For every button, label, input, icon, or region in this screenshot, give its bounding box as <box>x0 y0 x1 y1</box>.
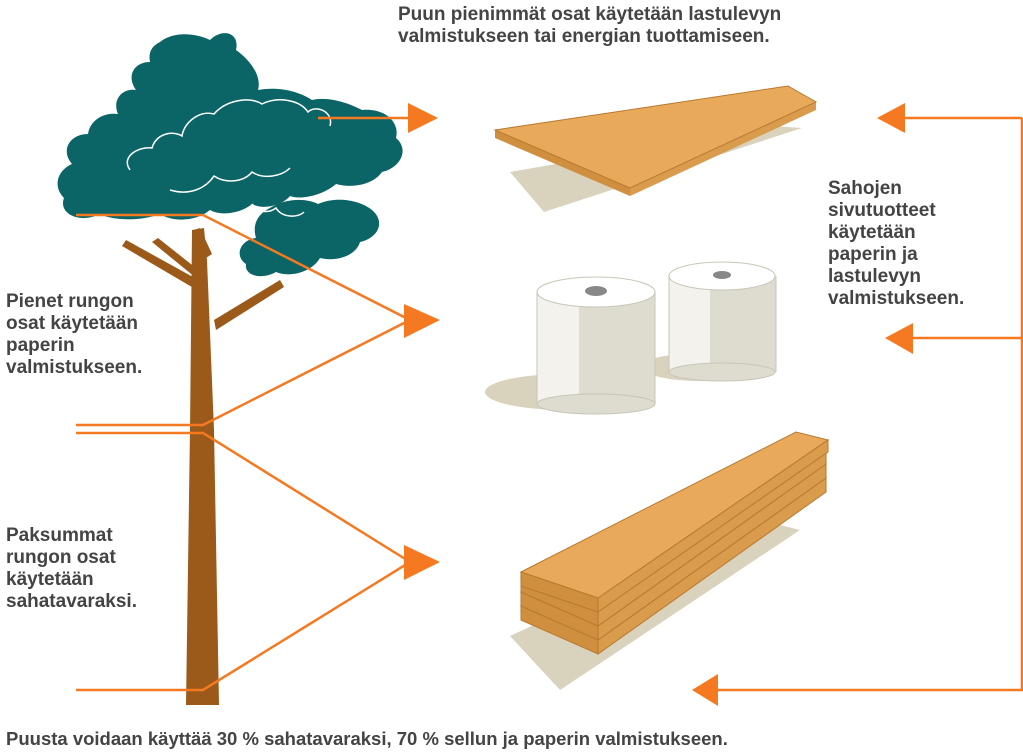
arrow-left-icon <box>877 103 905 133</box>
label-line: sahatavaraksi. <box>6 591 137 612</box>
tree-crown <box>57 33 403 220</box>
label-line: käytetään <box>6 569 94 590</box>
tree-illustration <box>57 33 403 705</box>
tree-crown-lower <box>239 199 380 277</box>
footer-text: Puusta voidaan käyttää 30 % sahatavaraks… <box>6 728 728 749</box>
foliage-outline <box>126 99 332 171</box>
arrow-left-icon <box>885 323 913 354</box>
arrow-right-icon <box>404 304 440 338</box>
label-line: paperin <box>6 335 75 356</box>
label-line: valmistukseen. <box>6 357 143 378</box>
label-line: Pienet rungon <box>6 291 134 312</box>
connector-lines <box>76 116 1023 692</box>
arrow-left-icon <box>692 674 718 706</box>
label-line: lastulevyn <box>828 266 921 287</box>
label-line: Sahojen <box>828 178 902 199</box>
tree-trunk <box>186 228 219 705</box>
byproducts-label: Sahojen sivutuotteet käytetään paperin j… <box>828 178 964 310</box>
label-line: paperin ja <box>828 244 918 265</box>
top-caption: Puun pienimmät osat käytetään lastulevyn… <box>398 4 781 48</box>
label-line: rungon osat <box>6 547 116 568</box>
arrow-right-icon <box>408 103 438 133</box>
caption-line: valmistukseen tai energian tuottamiseen. <box>398 26 770 47</box>
arrows <box>404 103 913 706</box>
particle-board-icon <box>493 85 818 212</box>
label-line: käytetään <box>828 222 916 243</box>
paper-roll-icon <box>485 261 777 415</box>
thick-trunk-label: Paksummat rungon osat käytetään sahatava… <box>6 525 137 613</box>
small-trunk-label: Pienet rungon osat käytetään paperin val… <box>6 291 142 379</box>
lumber-stack-icon <box>510 431 830 690</box>
label-line: Paksummat <box>6 525 113 546</box>
arrow-right-icon <box>404 545 440 580</box>
label-line: valmistukseen. <box>828 288 965 309</box>
label-line: sivutuotteet <box>828 200 936 221</box>
footer-caption: Puusta voidaan käyttää 30 % sahatavaraks… <box>6 728 728 750</box>
label-line: osat käytetään <box>6 313 139 334</box>
caption-line: Puun pienimmät osat käytetään lastulevyn <box>398 4 782 25</box>
